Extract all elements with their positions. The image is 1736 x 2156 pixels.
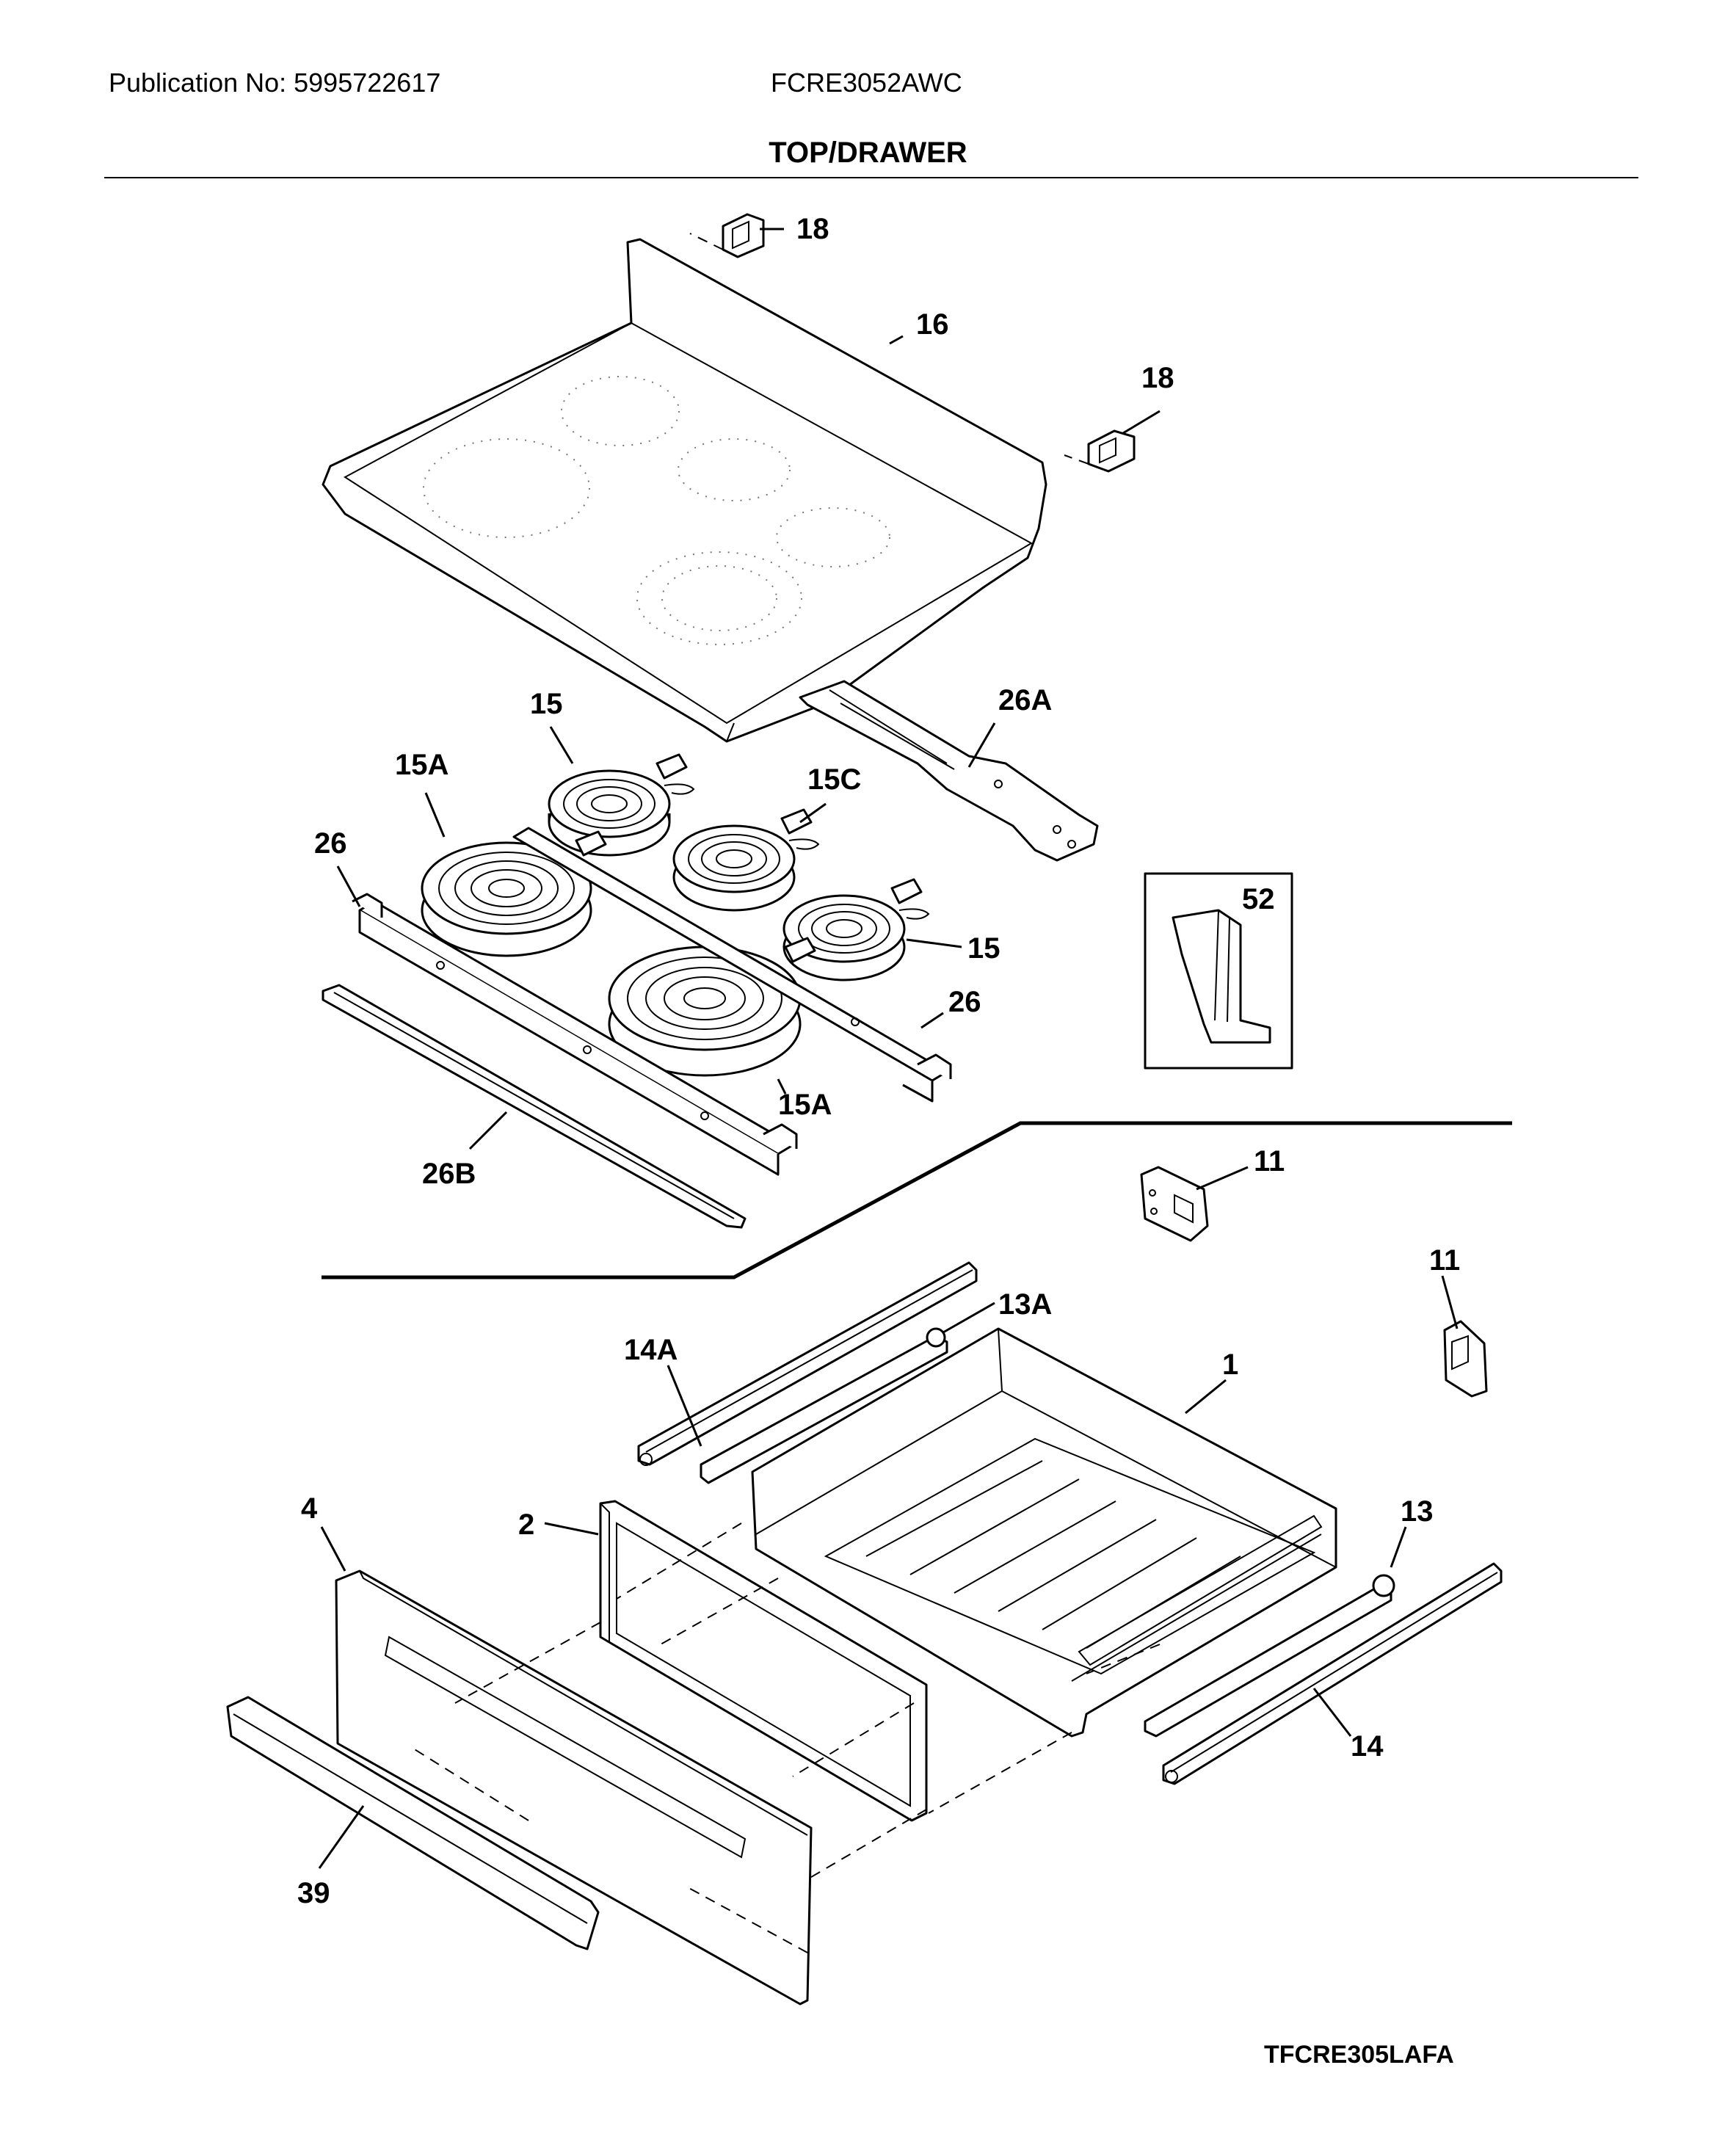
callout-14A: 14A bbox=[624, 1334, 678, 1366]
callout-15C: 15C bbox=[807, 763, 861, 796]
assembly-lines bbox=[410, 1522, 1161, 1953]
callout-39: 39 bbox=[297, 1877, 330, 1909]
callout-2: 2 bbox=[518, 1509, 534, 1541]
header-rule bbox=[104, 177, 1638, 178]
callout-26B: 26B bbox=[422, 1158, 476, 1190]
callout-15A-bottom: 15A bbox=[778, 1089, 832, 1121]
callout-16: 16 bbox=[916, 308, 949, 341]
part-15C-element[interactable] bbox=[672, 808, 820, 912]
drawing-code: TFCRE305LAFA bbox=[1264, 2041, 1454, 2069]
callout-1: 1 bbox=[1222, 1349, 1238, 1381]
part-26-rail-front[interactable] bbox=[352, 893, 798, 1176]
part-15A-element-left[interactable] bbox=[421, 830, 607, 957]
callout-15-right: 15 bbox=[967, 932, 1000, 965]
part-39-handle[interactable] bbox=[226, 1696, 600, 1950]
callout-52: 52 bbox=[1242, 883, 1275, 915]
part-26B-strip[interactable] bbox=[322, 984, 747, 1229]
callout-11-a: 11 bbox=[1254, 1145, 1285, 1177]
part-52-inset-box[interactable] bbox=[1144, 872, 1293, 1070]
part-4-outer-door-panel[interactable] bbox=[335, 1569, 813, 2006]
model-number: FCRE3052AWC bbox=[771, 68, 962, 98]
part-15-element-right[interactable] bbox=[782, 878, 930, 981]
section-title: TOP/DRAWER bbox=[769, 137, 967, 169]
callout-11-b: 11 bbox=[1429, 1244, 1460, 1277]
publication-number: Publication No: 5995722617 bbox=[109, 68, 441, 98]
part-2-inner-door-panel[interactable] bbox=[599, 1500, 928, 1822]
callout-26-right: 26 bbox=[948, 986, 981, 1018]
part-11-bracket-b[interactable] bbox=[1443, 1320, 1488, 1398]
part-11-bracket-a[interactable] bbox=[1140, 1166, 1209, 1242]
part-14-slide-rail[interactable] bbox=[1162, 1562, 1503, 1785]
callout-14: 14 bbox=[1351, 1730, 1384, 1763]
part-15A-element-bottom[interactable] bbox=[608, 937, 816, 1077]
part-16-cooktop[interactable] bbox=[322, 238, 1047, 743]
leader-lines bbox=[318, 228, 1459, 1869]
callout-26A: 26A bbox=[998, 684, 1052, 716]
callout-15A-left: 15A bbox=[395, 749, 448, 781]
section-separator bbox=[322, 1121, 1512, 1280]
callout-4: 4 bbox=[301, 1492, 318, 1525]
callout-26-left: 26 bbox=[314, 827, 347, 860]
part-13A-slide-rail[interactable] bbox=[700, 1327, 948, 1484]
part-18-bracket-top[interactable] bbox=[689, 213, 765, 258]
part-1-drawer-box[interactable] bbox=[751, 1327, 1337, 1738]
callout-15-top: 15 bbox=[530, 688, 563, 720]
part-15-element-top[interactable] bbox=[548, 753, 695, 857]
callout-13A: 13A bbox=[998, 1288, 1052, 1321]
callout-18-right: 18 bbox=[1141, 362, 1174, 394]
part-26-rail-rear[interactable] bbox=[512, 827, 952, 1103]
callout-13: 13 bbox=[1401, 1495, 1434, 1528]
part-18-bracket-right[interactable] bbox=[1064, 429, 1136, 473]
part-13-slide-rail[interactable] bbox=[1144, 1574, 1395, 1738]
part-14A-slide-rail[interactable] bbox=[637, 1261, 978, 1466]
callout-18-top: 18 bbox=[796, 213, 829, 245]
